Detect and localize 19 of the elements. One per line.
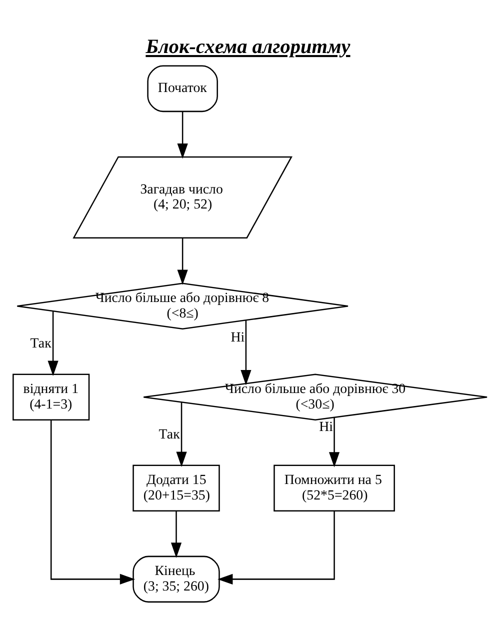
arrow <box>240 320 252 386</box>
arrow <box>170 511 182 558</box>
node-box: Помножити на 5 (52*5=260) <box>274 464 395 512</box>
arrow <box>218 511 335 584</box>
arrow <box>50 420 136 584</box>
arrow <box>177 112 188 159</box>
diagram-title: Блок-схема алгоритму <box>146 36 350 58</box>
arrow <box>176 402 187 467</box>
edge-label: Ні <box>230 330 245 346</box>
node-box: Кінець (3; 35; 260) <box>132 556 220 603</box>
arrow <box>177 238 188 285</box>
edge-label: Так <box>158 428 180 443</box>
edge-label: Ні <box>319 420 334 436</box>
node-box: відняти 1 (4-1=3) <box>12 374 90 421</box>
edge-label: Так <box>30 336 52 352</box>
arrow <box>48 312 58 376</box>
node-box: Додати 15 (20+15=35) <box>132 464 220 512</box>
arrow <box>328 418 340 468</box>
node-box: Початок <box>147 65 218 112</box>
